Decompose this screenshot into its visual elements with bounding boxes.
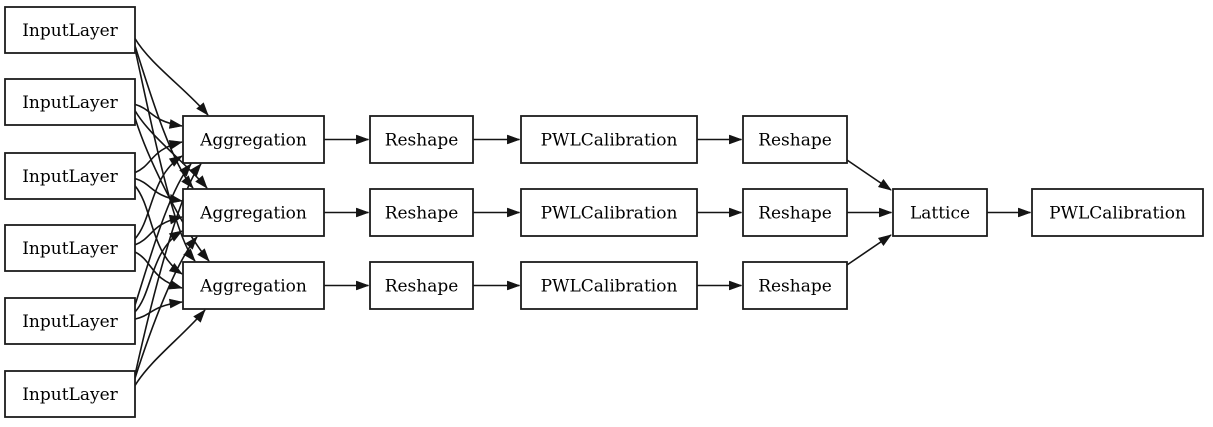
node-box-agg1: [182, 115, 325, 164]
edge-input1-to-agg1: [134, 38, 209, 116]
edge-input6-to-agg3: [134, 309, 206, 387]
node-label-pwlout: PWLCalibration: [1049, 204, 1186, 224]
node-label-input4: InputLayer: [22, 239, 118, 259]
node-label-input5: InputLayer: [22, 312, 118, 332]
node-input5: InputLayer: [4, 297, 136, 345]
edge-input2-to-agg2: [134, 110, 208, 189]
node-box-lattice: [892, 188, 988, 237]
node-box-res2a: [742, 115, 848, 164]
node-res1a: Reshape: [369, 115, 474, 164]
node-label-res1a: Reshape: [385, 131, 459, 151]
edge-input1-to-agg2: [134, 45, 194, 189]
edge-input2-to-agg1: [134, 103, 183, 129]
node-res1c: Reshape: [369, 261, 474, 310]
node-label-agg3: Aggregation: [199, 277, 307, 297]
edge-input4-to-agg1: [134, 155, 183, 240]
edge-res2a-to-lattice: [846, 159, 892, 191]
node-box-pwl1c: [520, 261, 698, 310]
node-box-input3: [4, 152, 136, 200]
edge-input3-to-agg2: [134, 177, 183, 204]
node-box-res1b: [369, 188, 474, 237]
node-res2a: Reshape: [742, 115, 848, 164]
node-res2b: Reshape: [742, 188, 848, 237]
node-agg3: Aggregation: [182, 261, 325, 310]
edge-input3-to-agg1: [134, 140, 183, 174]
node-box-input2: [4, 78, 136, 126]
node-box-res2c: [742, 261, 848, 310]
node-input6: InputLayer: [4, 370, 136, 418]
edge-input4-to-agg2: [134, 214, 183, 246]
node-label-input1: InputLayer: [22, 21, 118, 41]
node-pwl1a: PWLCalibration: [520, 115, 698, 164]
node-box-pwl1b: [520, 188, 698, 237]
node-box-input6: [4, 370, 136, 418]
node-pwlout: PWLCalibration: [1031, 188, 1204, 237]
node-box-input4: [4, 224, 136, 272]
node-box-pwlout: [1031, 188, 1204, 237]
node-label-pwl1b: PWLCalibration: [541, 204, 678, 224]
node-res2c: Reshape: [742, 261, 848, 310]
node-input3: InputLayer: [4, 152, 136, 200]
node-pwl1c: PWLCalibration: [520, 261, 698, 310]
node-input4: InputLayer: [4, 224, 136, 272]
edge-input5-to-agg1: [134, 163, 192, 306]
node-input2: InputLayer: [4, 78, 136, 126]
node-box-res2b: [742, 188, 848, 237]
node-box-res1a: [369, 115, 474, 164]
node-label-pwl1c: PWLCalibration: [541, 277, 678, 297]
node-label-input6: InputLayer: [22, 385, 118, 405]
node-label-res2b: Reshape: [758, 204, 832, 224]
node-box-pwl1a: [520, 115, 698, 164]
node-box-agg2: [182, 188, 325, 237]
edge-input6-to-agg2: [134, 236, 198, 379]
node-label-input2: InputLayer: [22, 93, 118, 113]
node-pwl1b: PWLCalibration: [520, 188, 698, 237]
node-label-input3: InputLayer: [22, 167, 118, 187]
node-box-input1: [4, 6, 136, 54]
node-input1: InputLayer: [4, 6, 136, 54]
edge-input5-to-agg2: [134, 230, 183, 313]
node-label-res1b: Reshape: [385, 204, 459, 224]
node-label-res2c: Reshape: [758, 277, 832, 297]
node-res1b: Reshape: [369, 188, 474, 237]
node-label-lattice: Lattice: [910, 204, 970, 224]
node-box-res1c: [369, 261, 474, 310]
node-box-input5: [4, 297, 136, 345]
node-label-res1c: Reshape: [385, 277, 459, 297]
edge-input5-to-agg3: [134, 298, 183, 320]
node-box-agg3: [182, 261, 325, 310]
edge-input6-to-agg1: [134, 163, 202, 376]
node-label-agg2: Aggregation: [199, 204, 307, 224]
node-agg2: Aggregation: [182, 188, 325, 237]
node-label-pwl1a: PWLCalibration: [541, 131, 678, 151]
edge-res2c-to-lattice: [846, 234, 892, 266]
node-label-agg1: Aggregation: [199, 131, 307, 151]
nodes-layer: InputLayerInputLayerInputLayerInputLayer…: [4, 6, 1204, 418]
node-agg1: Aggregation: [182, 115, 325, 164]
node-label-res2a: Reshape: [758, 131, 832, 151]
edges-layer: [134, 38, 1032, 387]
node-lattice: Lattice: [892, 188, 988, 237]
